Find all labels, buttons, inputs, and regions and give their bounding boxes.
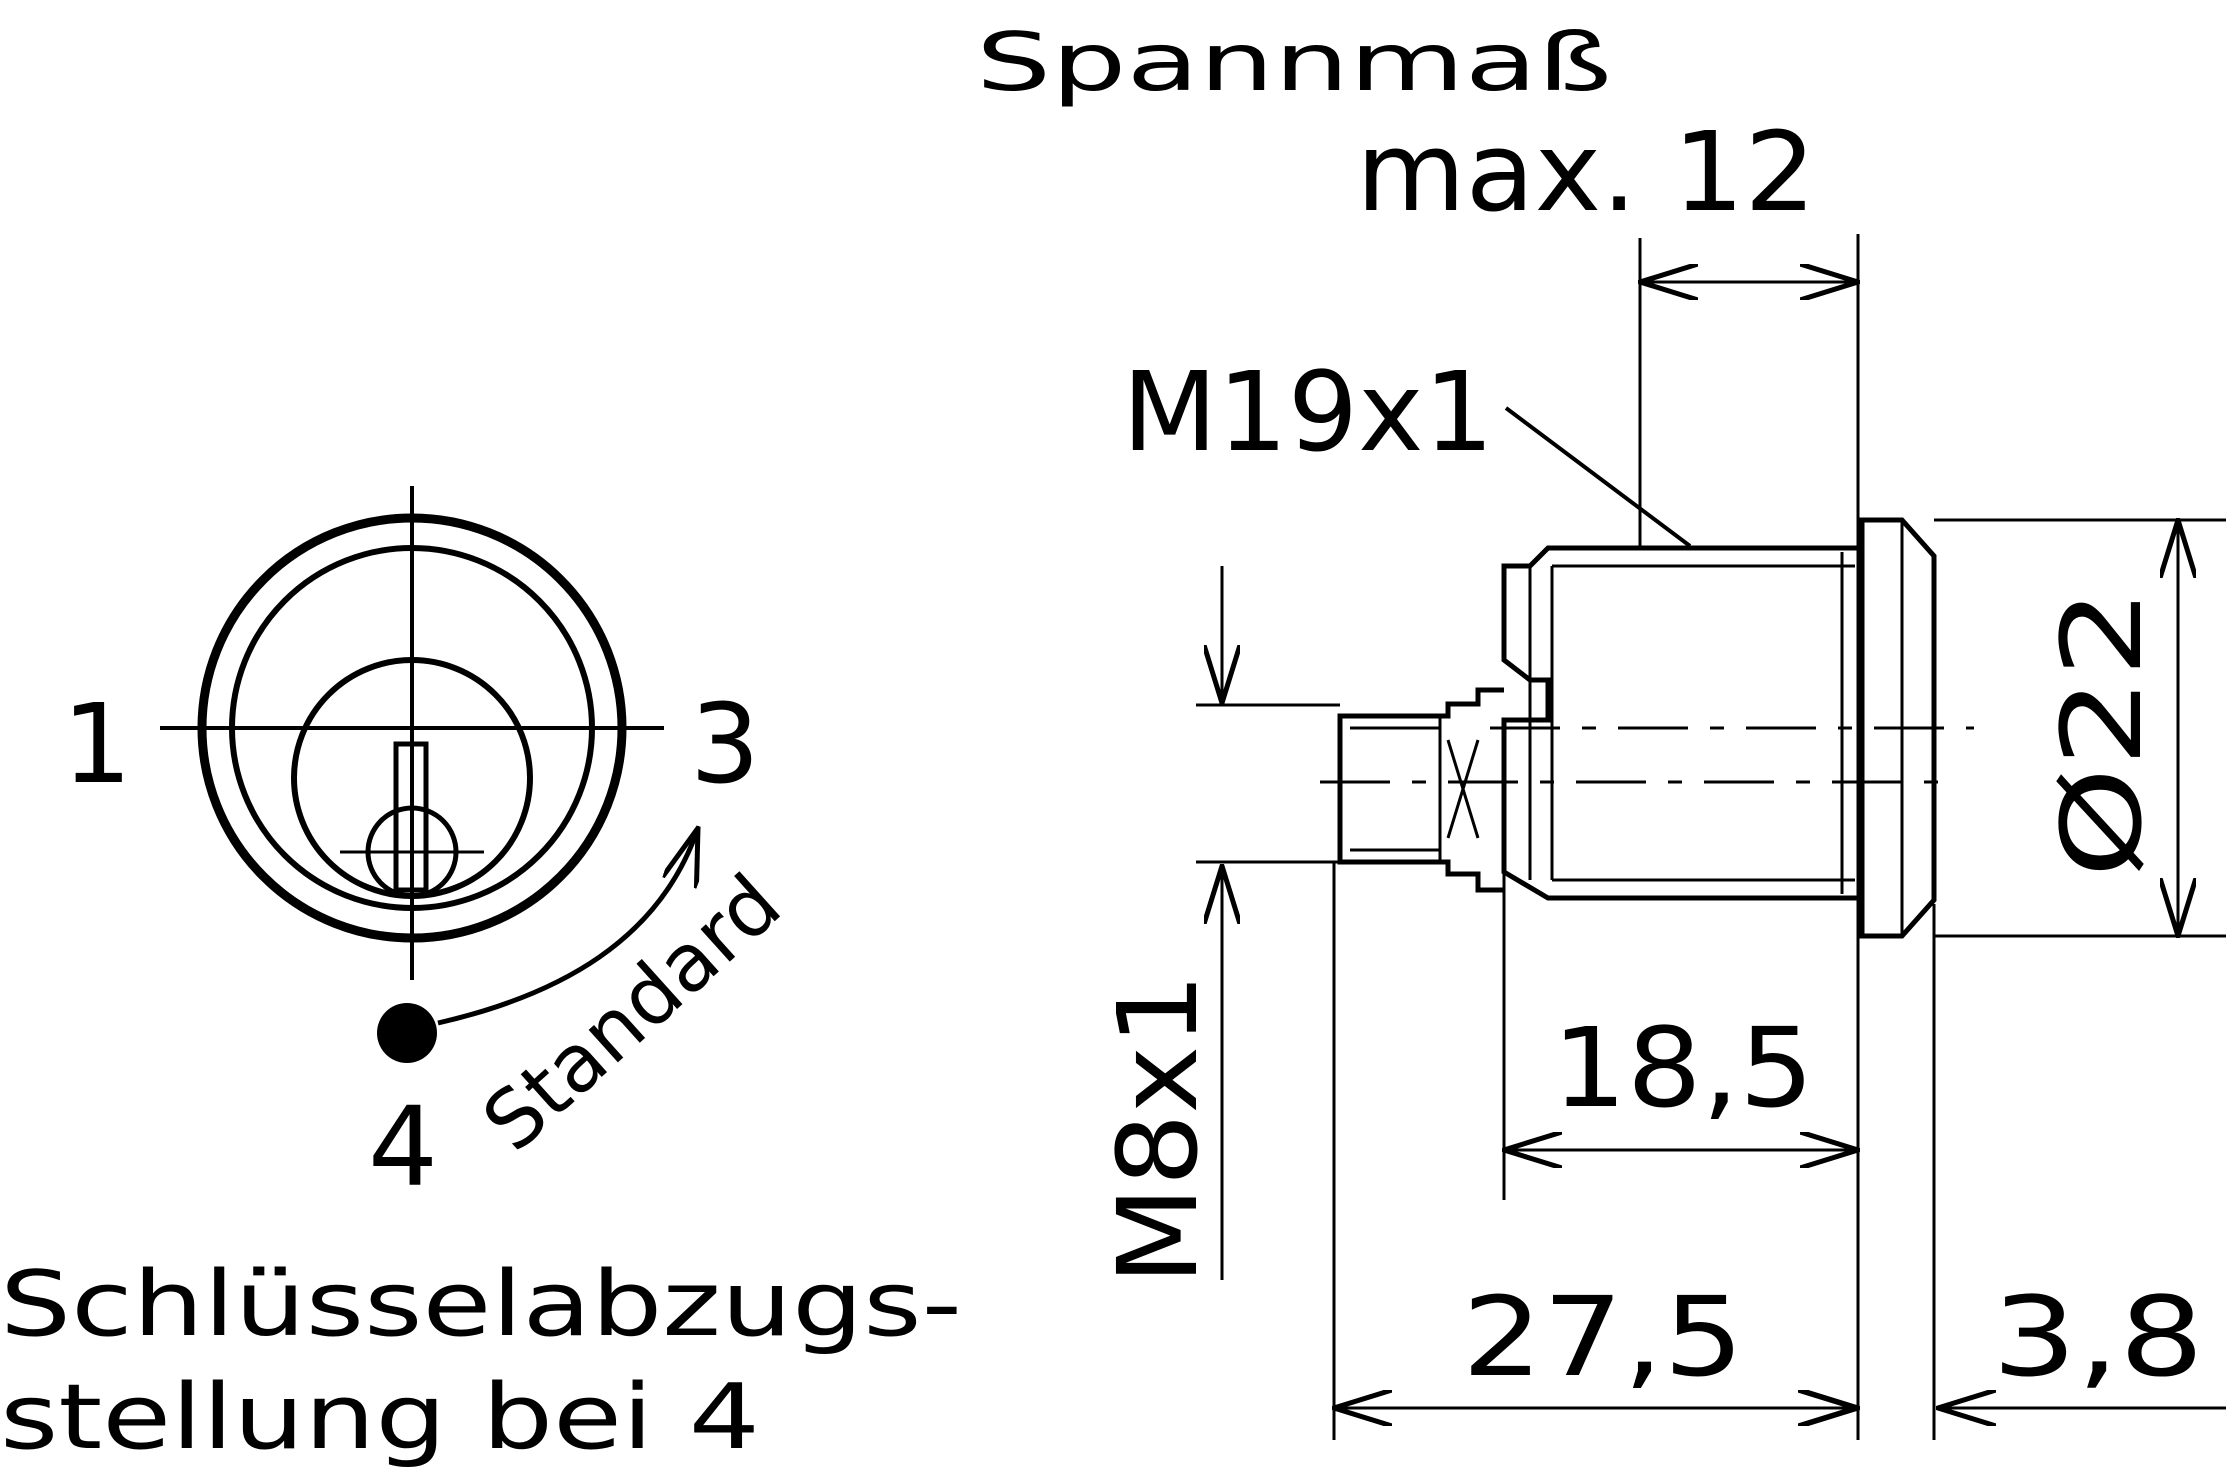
rotation-label: Standard (465, 856, 798, 1169)
dim-27-5-label: 27,5 (1462, 1273, 1744, 1401)
key-withdrawal-line2: stellung bei 4 (0, 1365, 760, 1470)
dim-18-5-label: 18,5 (1552, 1004, 1814, 1132)
clamp-label: Spannmaß (976, 16, 1612, 109)
key-withdrawal-line1: Schlüsselabzugs- (0, 1252, 962, 1357)
position-1-label: 1 (62, 680, 132, 808)
shaft (1337, 687, 1504, 893)
front-view: 1 3 4 Standard Schlüsselabzugs- stellung… (0, 486, 962, 1470)
side-view: Spannmaß max. 12 M19x1 M8x1 Ø22 18,5 27,… (976, 16, 2226, 1440)
thread-main-label: M19x1 (1122, 348, 1494, 476)
dim-3-8-label: 3,8 (1992, 1273, 2204, 1401)
position-4-dot (377, 1003, 437, 1063)
position-3-label: 3 (690, 680, 760, 808)
thread-shaft-label: M8x1 (1094, 973, 1222, 1285)
position-4-label: 4 (368, 1083, 438, 1211)
thread-leader (1504, 406, 1692, 548)
diameter-label: Ø22 (2038, 588, 2166, 878)
clamp-value: max. 12 (1356, 108, 1816, 236)
rotation-arrow (437, 828, 698, 1026)
shaft-cross (1446, 739, 1480, 839)
thread-body (1501, 545, 1862, 901)
